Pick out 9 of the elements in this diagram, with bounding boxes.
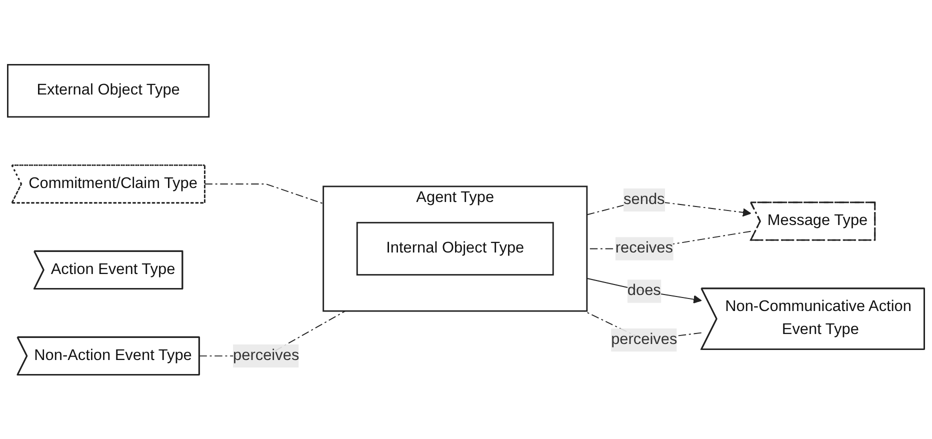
arrow (586, 278, 702, 304)
edge-label: perceives (233, 346, 300, 364)
edge-label: receives (615, 240, 673, 256)
node-box: Internal Object Type (356, 222, 554, 276)
node-box: External Object Type (7, 64, 210, 118)
edge-label: perceives (611, 331, 678, 348)
edge-label: sends (624, 190, 665, 208)
edge-label: does (627, 282, 661, 299)
connector (204, 183, 324, 204)
